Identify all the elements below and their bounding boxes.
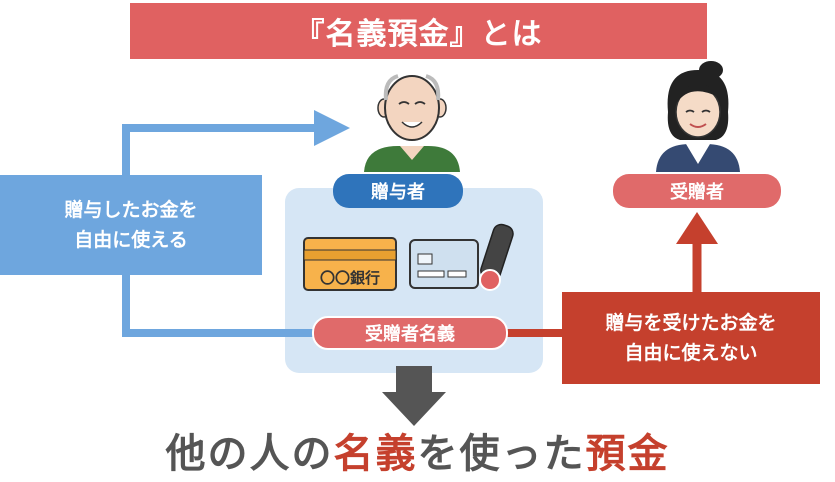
- elderly-man-icon: [364, 74, 460, 172]
- recipient-label: 受贈者: [670, 182, 724, 203]
- caption-highlight-deposit: 預金: [585, 431, 670, 477]
- red-arrow: [506, 212, 718, 337]
- woman-icon: [656, 61, 740, 172]
- giver-label: 贈与者: [371, 182, 425, 203]
- page-title: 『名義預金』とは: [294, 17, 543, 52]
- caption-part-3: を使った: [417, 431, 586, 477]
- caption-highlight-name: 名義: [333, 431, 418, 477]
- caption-part-1: 他の人の: [165, 431, 334, 477]
- recipient-note-line-1: 贈与を受けたお金を: [605, 312, 777, 334]
- bottom-caption: 他の人の名義を使った預金: [0, 420, 835, 480]
- giver-note-box: 贈与したお金を 自由に使える: [0, 175, 262, 275]
- title-banner: 『名義預金』とは: [130, 3, 707, 59]
- recipient-note-line-2: 自由に使えない: [624, 342, 758, 364]
- recipient-note-box: 贈与を受けたお金を 自由に使えない: [562, 292, 820, 384]
- giver-note-line-1: 贈与したお金を: [64, 199, 198, 221]
- recipient-pill: 受贈者: [613, 174, 781, 208]
- giver-pill: 贈与者: [333, 174, 463, 208]
- account-name-pill: 受贈者名義: [312, 316, 508, 350]
- down-arrow-icon: [382, 366, 446, 426]
- giver-note-line-2: 自由に使える: [74, 229, 188, 251]
- bankbook-label: 〇〇銀行: [320, 269, 380, 287]
- hanko-stamp-icon: [479, 223, 514, 291]
- cash-card-icon: [409, 239, 479, 289]
- bankbook-icon: 〇〇銀行: [303, 237, 397, 291]
- account-name-label: 受贈者名義: [365, 324, 455, 345]
